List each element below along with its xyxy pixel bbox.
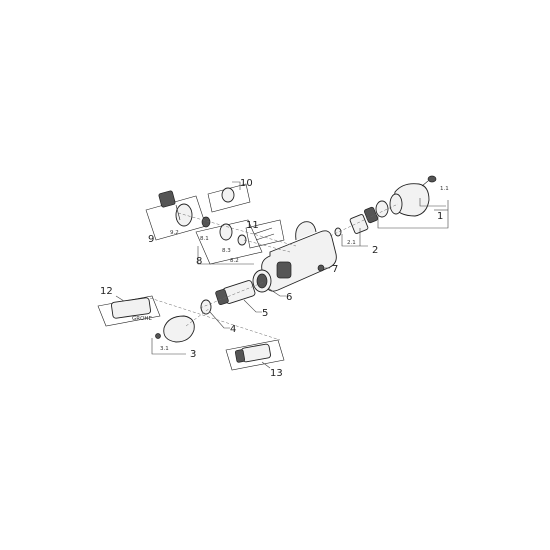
label-4: 4 — [230, 324, 236, 335]
part-11-screws — [245, 219, 285, 249]
part-10-filter — [207, 181, 251, 213]
label-7: 7 — [332, 264, 338, 275]
label-2: 2 — [372, 245, 378, 256]
part-8-connection-set — [195, 216, 263, 265]
label-13: 13 — [270, 368, 283, 379]
label-1-1: 1.1 — [440, 186, 449, 192]
label-8-1: 8.1 — [200, 236, 209, 242]
label-3: 3 — [190, 349, 196, 360]
part-12-cartridge-set: GROHE — [97, 295, 161, 327]
part-6-ring — [252, 269, 286, 297]
part-4-ring — [200, 299, 230, 329]
thermostat-body — [261, 221, 337, 292]
label-3-1: 3.1 — [160, 346, 169, 352]
part-2-cartridge — [334, 200, 389, 247]
label-10: 10 — [240, 178, 253, 189]
label-5: 5 — [262, 308, 268, 319]
part-13-cartridge — [225, 339, 285, 371]
cartridge-brand-text: GROHE — [132, 316, 153, 322]
label-9-2: 9.2 — [170, 230, 179, 236]
label-11: 11 — [246, 220, 259, 231]
part-3-handle — [151, 315, 195, 355]
label-6: 6 — [286, 292, 292, 303]
label-9: 9 — [148, 234, 154, 245]
label-8-3: 8.3 — [222, 248, 231, 254]
label-2-1: 2.1 — [347, 240, 356, 246]
part-9-eccentric — [145, 190, 207, 241]
label-12: 12 — [100, 286, 113, 297]
label-8: 8 — [196, 256, 202, 267]
part-1-handle — [377, 175, 449, 229]
label-1: 1 — [437, 211, 443, 222]
label-8-2: 8.2 — [230, 258, 239, 264]
